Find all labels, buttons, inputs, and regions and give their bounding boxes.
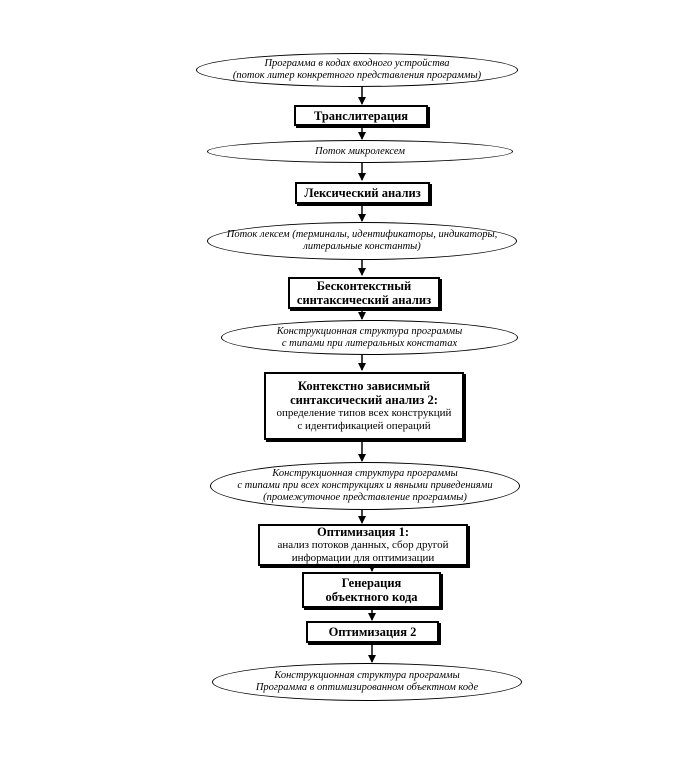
ellipse-structure-all-types-line-3: (промежуточное представление программы) <box>263 492 467 503</box>
ellipse-source-program-line-2: (поток литер конкретного представления п… <box>232 70 482 81</box>
stage-code-generation-title-2: объектного кода <box>325 590 418 604</box>
stage-optimization-2-title: Оптимизация 2 <box>328 625 417 639</box>
ellipse-structure-literals-line-2: с типами при литеральных констатах <box>281 337 458 349</box>
stage-optimization-1-detail-2: информации для оптимизации <box>291 552 435 564</box>
ellipse-structure-literals-line-1: Конструкционная структура программы <box>276 325 463 337</box>
stage-context-free-syntax-title-1: Бесконтекстный <box>316 279 412 293</box>
stage-lexical-analysis: Лексический анализ <box>295 182 430 204</box>
stage-code-generation: Генерация объектного кода <box>302 572 441 608</box>
ellipse-structure-optimized-line-2: Программа в оптимизированном объектном к… <box>255 682 479 693</box>
stage-transliteration-title: Транслитерация <box>313 108 409 123</box>
ellipse-structure-all-types-line-1: Конструкционная структура программы <box>272 468 458 479</box>
stage-optimization-1-detail-1: анализ потоков данных, сбор другой <box>277 539 449 551</box>
ellipse-microlexemes-line-1: Поток микролексем <box>315 145 405 157</box>
ellipse-lexemes: Поток лексем (терминалы, идентификаторы,… <box>207 222 517 260</box>
stage-code-generation-title-1: Генерация <box>341 576 402 590</box>
stage-context-dependent-syntax-title-2: синтаксический анализ 2: <box>290 393 438 407</box>
ellipse-structure-all-types-line-2: с типами при всех конструкциях и явными … <box>237 480 493 491</box>
stage-context-dependent-syntax-title-1: Контекстно зависимый <box>297 379 431 393</box>
ellipse-source-program-line-1: Программа в кодах входного устройства <box>264 58 450 69</box>
stage-context-dependent-syntax-detail-1: определение типов всех конструкций <box>276 407 452 419</box>
ellipse-microlexemes: Поток микролексем <box>207 140 513 163</box>
stage-context-free-syntax-title-2: синтаксический анализ <box>296 293 432 307</box>
ellipse-source-program: Программа в кодах входного устройства (п… <box>196 53 518 87</box>
ellipse-structure-literals: Конструкционная структура программы с ти… <box>221 320 518 355</box>
stage-context-dependent-syntax-detail-2: с идентификацией операций <box>297 420 431 432</box>
ellipse-lexemes-line-1: Поток лексем (терминалы, идентификаторы,… <box>226 229 498 240</box>
stage-optimization-2: Оптимизация 2 <box>306 621 439 643</box>
stage-optimization-1-title: Оптимизация 1: <box>317 525 409 539</box>
stage-context-dependent-syntax: Контекстно зависимый синтаксический анал… <box>264 372 464 440</box>
stage-transliteration: Транслитерация <box>294 105 428 126</box>
stage-optimization-1: Оптимизация 1: анализ потоков данных, сб… <box>258 524 468 566</box>
stage-lexical-analysis-title: Лексический анализ <box>304 186 421 200</box>
ellipse-structure-optimized: Конструкционная структура программы Прог… <box>212 663 522 701</box>
ellipse-lexemes-line-2: литеральные константы) <box>303 241 421 252</box>
ellipse-structure-all-types: Конструкционная структура программы с ти… <box>210 462 520 510</box>
stage-context-free-syntax: Бесконтекстный синтаксический анализ <box>288 277 440 309</box>
ellipse-structure-optimized-line-1: Конструкционная структура программы <box>274 670 460 681</box>
